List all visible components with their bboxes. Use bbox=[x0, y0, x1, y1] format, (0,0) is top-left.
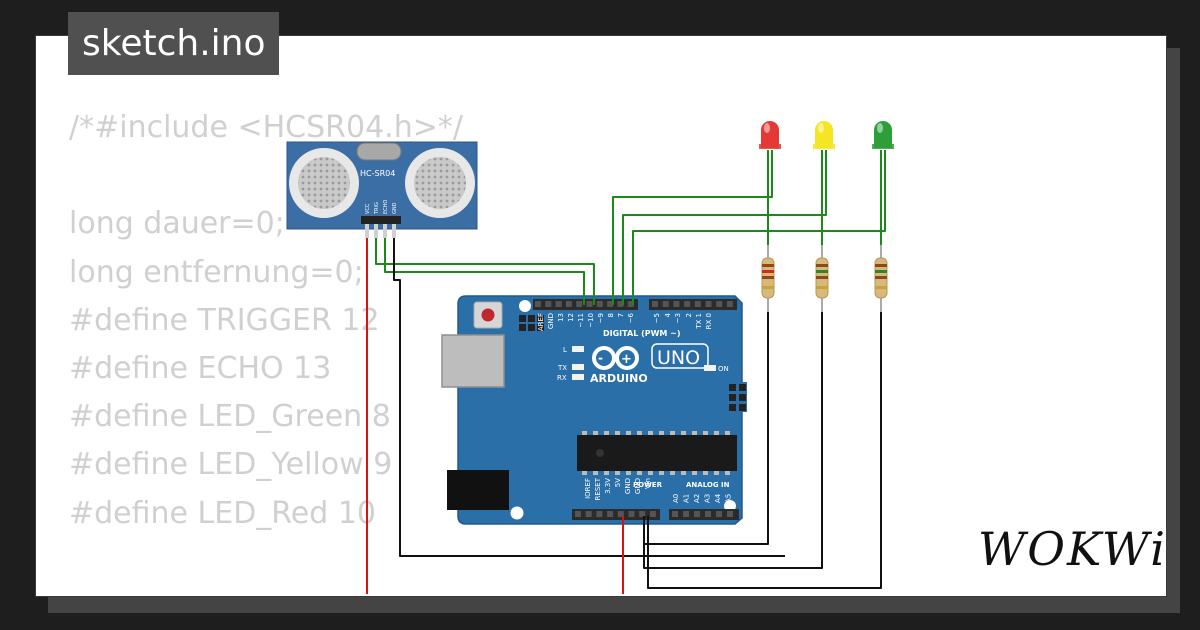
digital-pin-label: ~6 bbox=[627, 312, 635, 323]
sensor-pin-label: ECHO bbox=[383, 200, 389, 214]
led-label-tx: TX bbox=[557, 364, 567, 372]
on-label: ON bbox=[718, 365, 729, 373]
power-jack bbox=[447, 470, 509, 510]
onboard-leds bbox=[572, 346, 716, 380]
resistors bbox=[761, 245, 888, 312]
digital-pin-label: ~5 bbox=[653, 313, 661, 323]
analog-pin-label: A0 bbox=[672, 494, 680, 503]
icsp-header-2 bbox=[727, 382, 747, 412]
uno-badge bbox=[651, 343, 709, 369]
file-tab[interactable]: sketch.ino bbox=[68, 12, 280, 75]
wire-gnd-2[interactable] bbox=[643, 312, 823, 569]
code-line: long dauer=0; bbox=[69, 206, 285, 242]
resistor-3[interactable] bbox=[874, 245, 888, 312]
led-label-l: L bbox=[563, 346, 567, 354]
wokwi-logo: WOKWi bbox=[978, 522, 1167, 576]
wire-echo[interactable] bbox=[384, 238, 585, 305]
code-line: #define ECHO 13 bbox=[69, 350, 332, 386]
led-green[interactable] bbox=[872, 121, 894, 149]
power-pin-label: GND bbox=[634, 478, 642, 494]
digital-pin-label: 2 bbox=[685, 313, 693, 317]
code-line: #define LED_Yellow 9 bbox=[69, 447, 393, 483]
wire-led-green[interactable] bbox=[632, 150, 886, 305]
power-pin-label: Vin bbox=[644, 478, 652, 489]
code-line: #define LED_Red 10 bbox=[69, 495, 377, 531]
sensor-pins bbox=[365, 220, 396, 238]
code-editor[interactable]: /*#include <HCSR04.h>*/ long dauer=0; long… bbox=[69, 104, 463, 596]
digital-pin-label: TX 1 bbox=[695, 313, 703, 330]
digital-pin-label: 13 bbox=[557, 313, 565, 322]
icsp-header bbox=[519, 315, 544, 331]
arduino-brand: ARDUINO bbox=[590, 372, 648, 385]
wire-gnd-3[interactable] bbox=[647, 312, 882, 589]
digital-pin-label: ~10 bbox=[587, 313, 595, 328]
uno-label: UNO bbox=[657, 347, 700, 369]
digital-pin-label: 4 bbox=[664, 312, 672, 317]
power-pin-label: IOREF bbox=[584, 478, 592, 499]
mounting-hole bbox=[510, 506, 524, 520]
analog-pin-label: A1 bbox=[683, 494, 691, 503]
sensor-pin-label: TRIG bbox=[374, 202, 380, 215]
digital-pin-label: ~11 bbox=[577, 313, 585, 328]
power-pin-label: 5V bbox=[614, 478, 622, 487]
digital-pin-label: AREF bbox=[537, 313, 545, 331]
resistor-2[interactable] bbox=[815, 245, 829, 312]
code-line: #define LED_Green 8 bbox=[69, 399, 391, 435]
analog-header bbox=[669, 509, 739, 520]
code-line: /*#include <HCSR04.h>*/ bbox=[69, 110, 463, 145]
analog-pin-label: A4 bbox=[714, 493, 722, 503]
analog-pin-label: A3 bbox=[704, 494, 712, 503]
code-line: long entfernung=0; bbox=[69, 254, 364, 290]
digital-header-1 bbox=[533, 299, 638, 310]
usb-port bbox=[441, 334, 505, 388]
svg-text:+: + bbox=[621, 352, 632, 367]
sensor-pin-label: GND bbox=[392, 202, 398, 214]
svg-text:-: - bbox=[598, 351, 603, 365]
sensor-pin-label: VCC bbox=[365, 203, 371, 214]
power-pin-label: RESET bbox=[594, 477, 602, 500]
led-label-rx: RX bbox=[557, 374, 567, 382]
analog-pin-label: A5 bbox=[725, 494, 733, 503]
chip-notch bbox=[596, 449, 604, 457]
power-label: POWER bbox=[633, 481, 663, 489]
wire-trig[interactable] bbox=[375, 238, 595, 305]
digital-pin-label: RX 0 bbox=[705, 313, 713, 329]
digital-pin-label: 8 bbox=[607, 313, 615, 317]
digital-pin-label: 12 bbox=[567, 313, 575, 322]
mounting-hole bbox=[519, 300, 531, 312]
wire-led-red[interactable] bbox=[612, 150, 773, 305]
arduino-logo bbox=[592, 346, 639, 370]
digital-pin-label: GND bbox=[547, 313, 555, 329]
power-pin-label: 3.3V bbox=[604, 478, 612, 494]
code-line: void setup() { bbox=[69, 586, 463, 596]
digital-header-2 bbox=[649, 299, 737, 310]
digital-pin-label: ~9 bbox=[597, 313, 605, 323]
code-line: #define TRIGGER 12 bbox=[69, 302, 380, 338]
crystal bbox=[356, 142, 402, 161]
power-pin-label: GND bbox=[624, 478, 632, 494]
reset-button-cap[interactable] bbox=[481, 308, 495, 322]
analog-pin-label: A2 bbox=[693, 494, 701, 503]
wire-led-yellow[interactable] bbox=[622, 150, 827, 305]
analog-label: ANALOG IN bbox=[686, 481, 730, 489]
led-red[interactable] bbox=[759, 121, 781, 149]
resistor-1[interactable] bbox=[761, 245, 775, 312]
sensor-model-label: HC-SR04 bbox=[360, 169, 395, 178]
digital-pin-label: 7 bbox=[617, 313, 625, 317]
power-header bbox=[572, 509, 660, 520]
wire-sensor-gnd[interactable] bbox=[393, 238, 785, 557]
led-yellow[interactable] bbox=[813, 121, 835, 149]
digital-label: DIGITAL (PWM ~) bbox=[603, 329, 681, 338]
digital-pin-label: ~3 bbox=[674, 313, 682, 323]
